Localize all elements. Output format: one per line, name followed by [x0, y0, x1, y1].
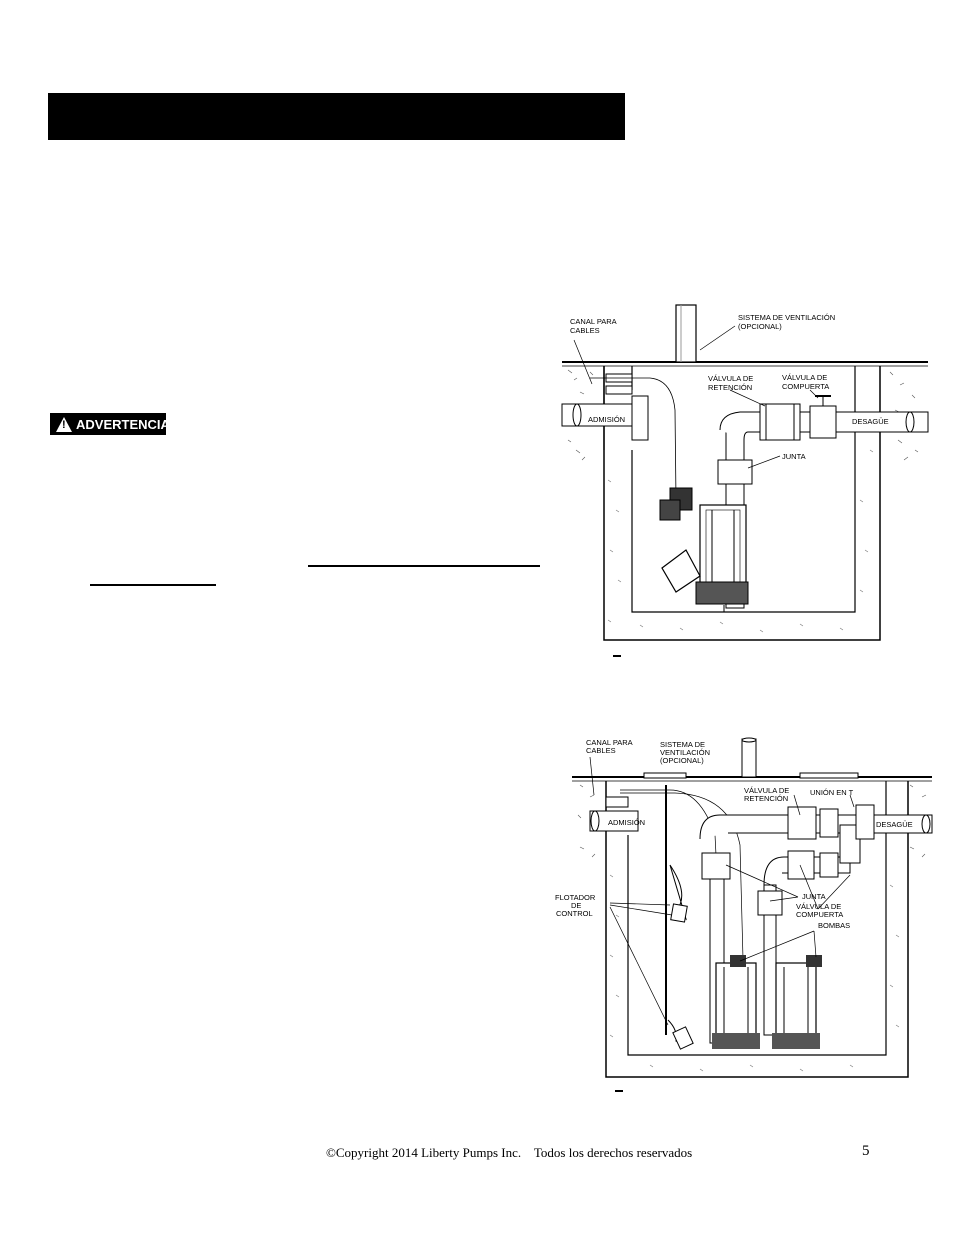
fig1-gate-valve-label-1: VÁLVULA DE [782, 373, 827, 382]
fig1-vent-label-1: SISTEMA DE VENTILACIÓN [738, 313, 835, 322]
fig2-float-label-1: FLOTADOR [555, 893, 596, 902]
fig1-cable-channel-label-1: CANAL PARA [570, 317, 617, 326]
fig1-discharge-label: DESAGÜE [852, 417, 889, 426]
fig2-vent-label-1: SISTEMA DE [660, 740, 705, 749]
figure1-caption-dash [613, 655, 621, 657]
fig2-inlet-label: ADMISIÓN [608, 818, 645, 827]
fig2-cable-channel-label-1: CANAL PARA [586, 738, 633, 747]
fig2-vent-label-2: VENTILACIÓN [660, 748, 710, 757]
fig2-check-valve-label-1: VÁLVULA DE [744, 786, 789, 795]
fig2-gate-valve-label-1: VÁLVULA DE [796, 902, 841, 911]
warning-triangle-icon: ! [56, 416, 72, 432]
fig1-cable-channel-label-2: CABLES [570, 326, 600, 335]
fig2-float-label-3: CONTROL [556, 909, 593, 918]
fig1-check-valve-label-2: RETENCIÓN [708, 383, 752, 392]
underline-1 [308, 565, 540, 567]
warning-badge: ! ADVERTENCIA [50, 413, 170, 435]
fig1-vent-label-2: (OPCIONAL) [738, 322, 782, 331]
fig2-float-label-2: DE [571, 901, 581, 910]
fig1-union-label: JUNTA [782, 452, 806, 461]
fig2-union-label: JUNTA [802, 892, 826, 901]
figure-duplex-pump: CANAL PARA CABLES SISTEMA DE VENTILACIÓN… [555, 737, 933, 1078]
fig1-inlet-label: ADMISIÓN [588, 415, 625, 424]
figure2-caption-dash [615, 1090, 623, 1092]
fig1-check-valve-label-1: VÁLVULA DE [708, 374, 753, 383]
fig2-cable-channel-label-2: CABLES [586, 746, 616, 755]
fig2-gate-valve-label-2: COMPUERTA [796, 910, 843, 919]
section-header-bar [48, 93, 625, 140]
fig2-vent-label-3: (OPCIONAL) [660, 756, 704, 765]
warning-label: ADVERTENCIA [76, 416, 170, 432]
fig2-discharge-label: DESAGÜE [876, 820, 913, 829]
fig2-tee-label: UNIÓN EN T [810, 788, 854, 797]
underline-2 [90, 584, 216, 586]
fig2-pumps-label: BOMBAS [818, 921, 850, 930]
figure-single-pump: CANAL PARA CABLES SISTEMA DE VENTILACIÓN… [561, 304, 929, 641]
fig1-gate-valve-label-2: COMPUERTA [782, 382, 829, 391]
page-number: 5 [862, 1143, 870, 1159]
footer-copyright: ©Copyright 2014 Liberty Pumps Inc. Todos… [326, 1145, 693, 1160]
fig2-check-valve-label-2: RETENCIÓN [744, 794, 788, 803]
